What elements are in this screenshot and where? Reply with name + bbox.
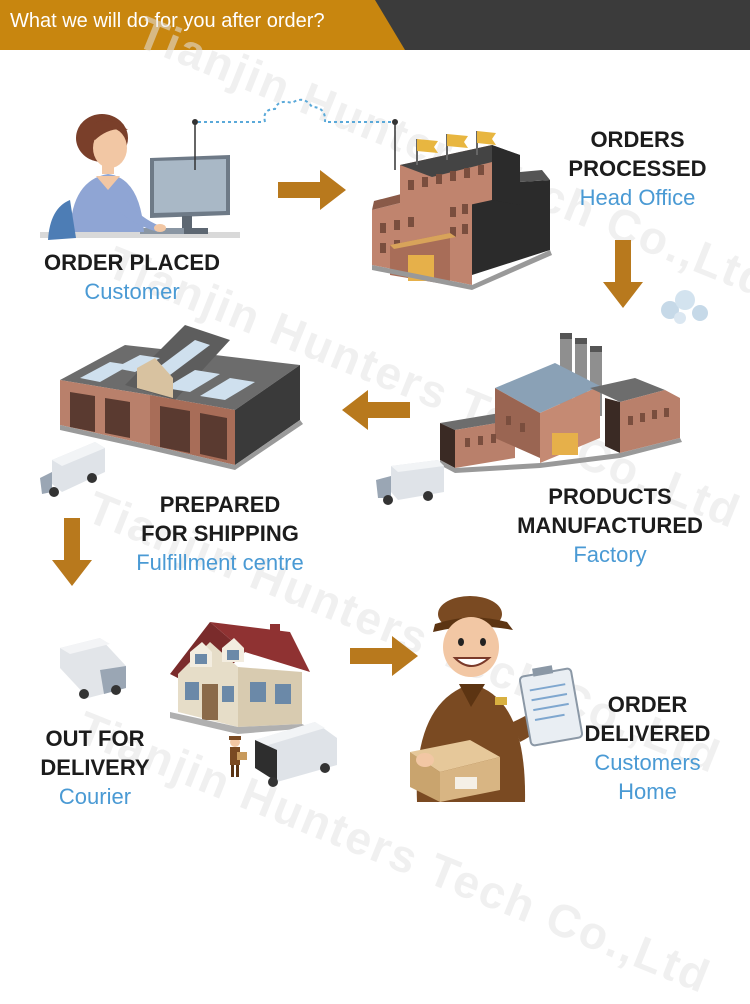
delivery-man-illustration	[395, 592, 585, 807]
truck-icon	[40, 440, 110, 500]
house-illustration	[170, 612, 310, 737]
courier-van-illustration	[225, 720, 340, 790]
step-title: ORDER DELIVERED	[584, 692, 711, 746]
step-title: ORDERS PROCESSED	[568, 127, 707, 181]
truck-icon	[58, 638, 130, 700]
head-office-illustration	[372, 125, 552, 290]
step-prepared-for-shipping: PREPARED FOR SHIPPING Fulfillment centre	[110, 490, 330, 577]
smoke-icon	[655, 285, 715, 330]
step-title: PREPARED FOR SHIPPING	[141, 492, 299, 546]
warehouse-illustration	[55, 320, 305, 470]
step-subtitle: Fulfillment centre	[136, 550, 304, 575]
step-subtitle: Factory	[573, 542, 647, 567]
step-order-delivered: ORDER DELIVERED Customers Home	[570, 690, 725, 806]
arrow-down-icon	[603, 240, 643, 308]
arrow-right-icon	[350, 636, 418, 676]
step-products-manufactured: PRODUCTS MANUFACTURED Factory	[505, 482, 715, 569]
arrow-right-icon	[278, 170, 346, 210]
customer-illustration	[40, 100, 240, 245]
step-subtitle: Courier	[58, 784, 132, 809]
factory-illustration	[440, 328, 685, 478]
step-title: PRODUCTS MANUFACTURED	[517, 484, 703, 538]
step-out-for-delivery: OUT FOR DELIVERY Courier	[20, 724, 170, 811]
step-title: OUT FOR DELIVERY	[40, 726, 150, 780]
arrow-left-icon	[342, 390, 410, 430]
header-banner	[0, 0, 405, 50]
step-title: ORDER PLACED	[43, 250, 220, 275]
truck-icon	[376, 458, 446, 508]
step-subtitle: Customers Home	[594, 750, 701, 804]
arrow-down-icon	[52, 518, 92, 586]
step-orders-processed: ORDERS PROCESSED Head Office	[545, 125, 730, 212]
header-title: What we will do for you after order?	[10, 10, 325, 32]
step-subtitle: Customer	[84, 279, 180, 304]
network-connection	[190, 95, 405, 175]
step-subtitle: Head Office	[579, 185, 696, 210]
step-order-placed: ORDER PLACED Customer	[22, 248, 242, 306]
